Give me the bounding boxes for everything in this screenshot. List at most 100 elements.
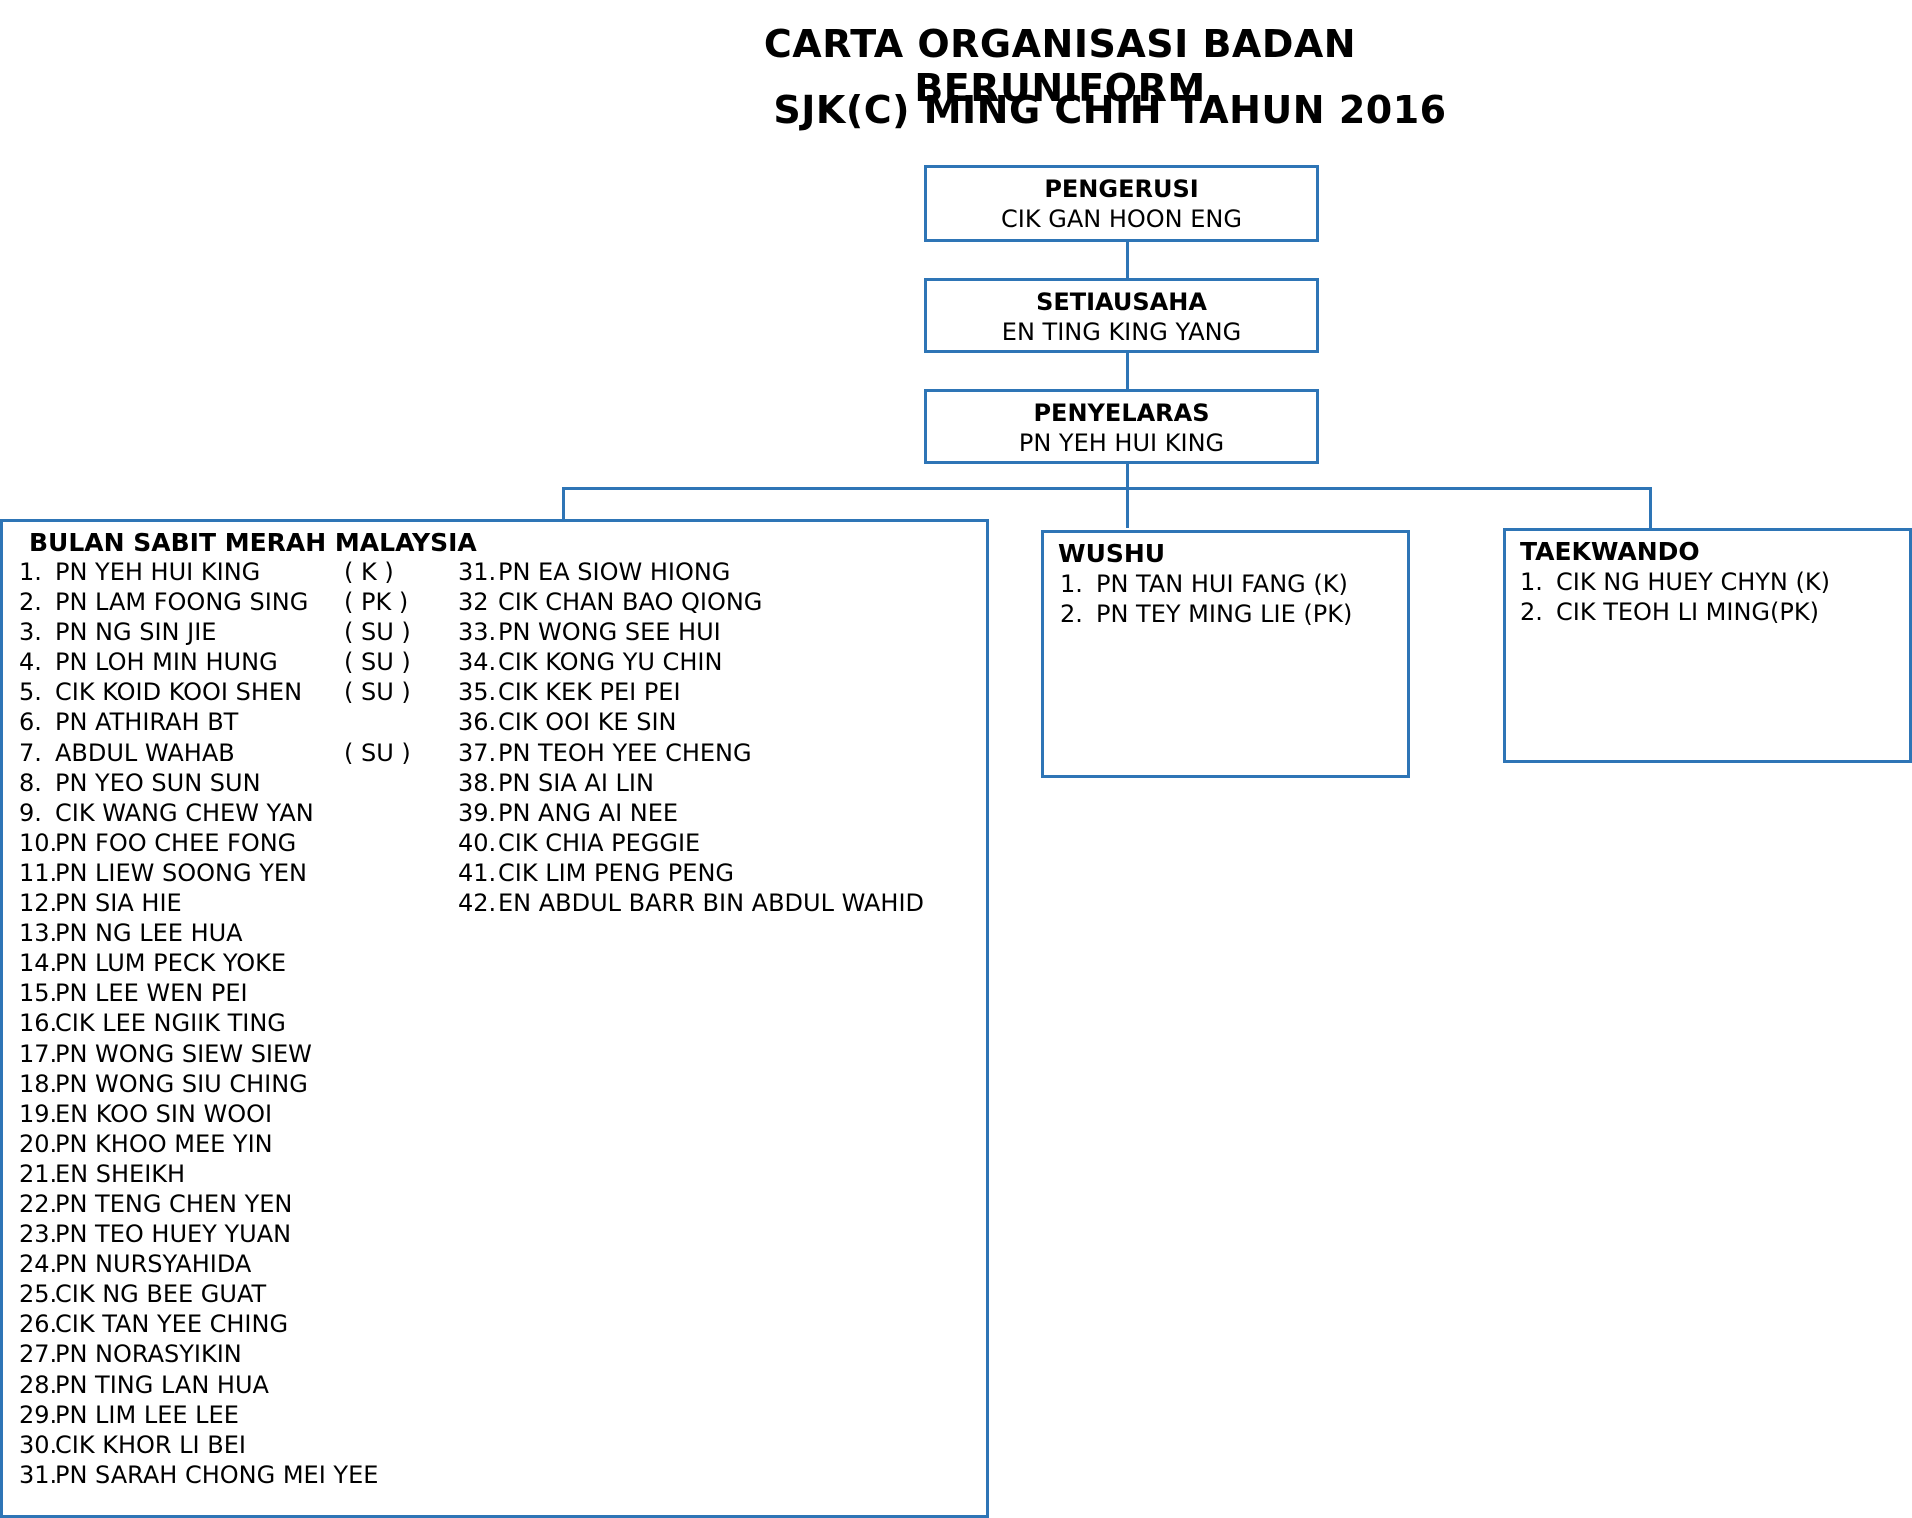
wushu-members: 1. PN TAN HUI FANG (K)2.PN TEY MING LIE (… <box>1060 569 1405 629</box>
list-item: 1. PN TAN HUI FANG (K) <box>1060 569 1405 599</box>
connector-setiausaha-penyelaras <box>1126 353 1129 389</box>
member-role: ( K ) <box>344 558 394 586</box>
member-name: CIK CHIA PEGGIE <box>498 828 701 857</box>
list-item: 34.CIK KONG YU CHIN <box>458 647 983 677</box>
member-number: 31. <box>458 558 497 586</box>
list-item: 25.CIK NG BEE GUAT <box>19 1279 449 1309</box>
setiausaha-name: EN TING KING YANG <box>1001 318 1242 346</box>
list-item: 21.EN SHEIKH <box>19 1159 449 1189</box>
list-item: 37.PN TEOH YEE CHENG <box>458 738 983 768</box>
list-item: 38.PN SIA AI LIN <box>458 768 983 798</box>
bsmm-box: BULAN SABIT MERAH MALAYSIA 1.PN YEH HUI … <box>0 519 989 1518</box>
member-role: ( PK ) <box>344 588 409 617</box>
member-name: PN NG LEE HUA <box>55 919 243 948</box>
pengerusi-role: PENGERUSI <box>1044 175 1199 203</box>
member-name: PN YEO SUN SUN <box>55 768 261 797</box>
member-name: PN WONG SIU CHING <box>55 1069 308 1098</box>
member-name: PN EA SIOW HIONG <box>498 558 731 586</box>
list-item: 2.PN TEY MING LIE (PK) <box>1060 599 1405 629</box>
member-number: 2. <box>19 588 42 617</box>
list-item: 8. PN YEO SUN SUN <box>19 768 449 798</box>
member-number: 2. <box>1060 600 1083 629</box>
list-item: 1.CIK NG HUEY CHYN (K) <box>1520 567 1905 597</box>
member-name: PN WONG SEE HUI <box>498 618 721 647</box>
connector-drop-bsmm <box>562 487 565 520</box>
member-number: 1. <box>1520 568 1543 596</box>
list-item: 15.PN LEE WEN PEI <box>19 978 449 1008</box>
member-name: PN LUM PECK YOKE <box>55 949 287 978</box>
list-item: 24.PN NURSYAHIDA <box>19 1249 449 1279</box>
member-name: EN ABDUL BARR BIN ABDUL WAHID <box>498 889 925 918</box>
member-number: 1. <box>19 558 42 586</box>
member-name: CIK NG BEE GUAT <box>55 1280 267 1309</box>
list-item: 41.CIK LIM PENG PENG <box>458 858 983 888</box>
member-number: 8. <box>19 768 42 797</box>
connector-penyelaras-trunk <box>1126 464 1129 528</box>
list-item: 2. CIK TEOH LI MING(PK) <box>1520 597 1905 627</box>
member-number: 2. <box>1520 598 1543 627</box>
list-item: 30.CIK KHOR LI BEI <box>19 1430 449 1460</box>
list-item: 16.CIK LEE NGIIK TING <box>19 1008 449 1038</box>
list-item: 19.EN KOO SIN WOOI <box>19 1099 449 1129</box>
list-item: 20.PN KHOO MEE YIN <box>19 1129 449 1159</box>
list-item: 12.PN SIA HIE <box>19 888 449 918</box>
member-name: PN LAM FOONG SING <box>55 588 309 617</box>
member-name: PN TENG CHEN YEN <box>55 1189 293 1218</box>
member-number: 3. <box>19 618 42 647</box>
taekwando-members: 1.CIK NG HUEY CHYN (K)2. CIK TEOH LI MING… <box>1520 567 1905 627</box>
penyelaras-box: PENYELARAS PN YEH HUI KING <box>924 389 1319 464</box>
member-role: ( SU ) <box>344 648 411 677</box>
member-name: PN NORASYIKIN <box>55 1340 242 1369</box>
member-name: PN NG SIN JIE <box>55 618 217 647</box>
member-number: 19. <box>19 1099 58 1128</box>
bsmm-members-column-1: 1. PN YEH HUI KING ( K ) 2. PN LAM FOONG SIN… <box>19 557 449 1490</box>
member-number: 24. <box>19 1250 58 1279</box>
list-item: 39.PN ANG AI NEE <box>458 798 983 828</box>
list-item: 28.PN TING LAN HUA <box>19 1370 449 1400</box>
member-number: 36. <box>458 708 497 737</box>
list-item: 35.CIK KEK PEI PEI <box>458 677 983 707</box>
setiausaha-role: SETIAUSAHA <box>1036 288 1207 316</box>
member-name: PN SARAH CHONG MEI YEE <box>55 1460 379 1489</box>
member-name: CIK KHOR LI BEI <box>55 1430 246 1459</box>
member-name: PN LIEW SOONG YEN <box>55 858 307 887</box>
member-number: 1. <box>1060 570 1083 598</box>
member-name: EN KOO SIN WOOI <box>55 1099 273 1128</box>
member-name: PN TEO HUEY YUAN <box>55 1220 292 1249</box>
list-item: 9.CIK WANG CHEW YAN <box>19 798 449 828</box>
list-item: 33.PN WONG SEE HUI <box>458 617 983 647</box>
list-item: 2. PN LAM FOONG SING ( PK ) <box>19 587 449 617</box>
member-number: 29. <box>19 1400 58 1429</box>
connector-pengerusi-setiausaha <box>1126 242 1129 278</box>
member-number: 39. <box>458 798 497 827</box>
member-name: CIK KOID KOOI SHEN <box>55 678 303 707</box>
member-name: PN NURSYAHIDA <box>55 1250 252 1279</box>
member-number: 12. <box>19 889 58 918</box>
member-name: PN TEOH YEE CHENG <box>498 738 752 767</box>
member-name: EN SHEIKH <box>55 1159 186 1188</box>
member-name: ABDUL WAHAB <box>55 738 235 767</box>
member-name: PN SIA AI LIN <box>498 768 654 797</box>
member-name: CIK TEOH LI MING(PK) <box>1556 598 1819 627</box>
list-item: 17.PN WONG SIEW SIEW <box>19 1039 449 1069</box>
member-number: 34. <box>458 648 497 677</box>
member-name: CIK LIM PENG PENG <box>498 858 734 887</box>
member-number: 23. <box>19 1220 58 1249</box>
member-number: 16. <box>19 1009 58 1038</box>
connector-horizontal-bar <box>562 487 1652 490</box>
member-number: 17. <box>19 1039 58 1068</box>
member-name: PN TAN HUI FANG (K) <box>1096 570 1348 598</box>
member-number: 7. <box>19 738 42 767</box>
member-number: 30. <box>19 1430 58 1459</box>
member-name: CIK WANG CHEW YAN <box>55 798 314 827</box>
member-name: PN WONG SIEW SIEW <box>55 1039 312 1068</box>
member-name: PN YEH HUI KING <box>55 558 261 586</box>
connector-drop-taekwando <box>1649 487 1652 529</box>
member-name: CIK CHAN BAO QIONG <box>498 588 763 617</box>
list-item: 18.PN WONG SIU CHING <box>19 1069 449 1099</box>
member-number: 4. <box>19 648 42 677</box>
chart-title-line-1: CARTA ORGANISASI BADAN BERUNIFORM <box>763 22 1357 110</box>
list-item: 27.PN NORASYIKIN <box>19 1339 449 1369</box>
member-name: CIK OOI KE SIN <box>498 708 677 737</box>
member-number: 25. <box>19 1280 58 1309</box>
